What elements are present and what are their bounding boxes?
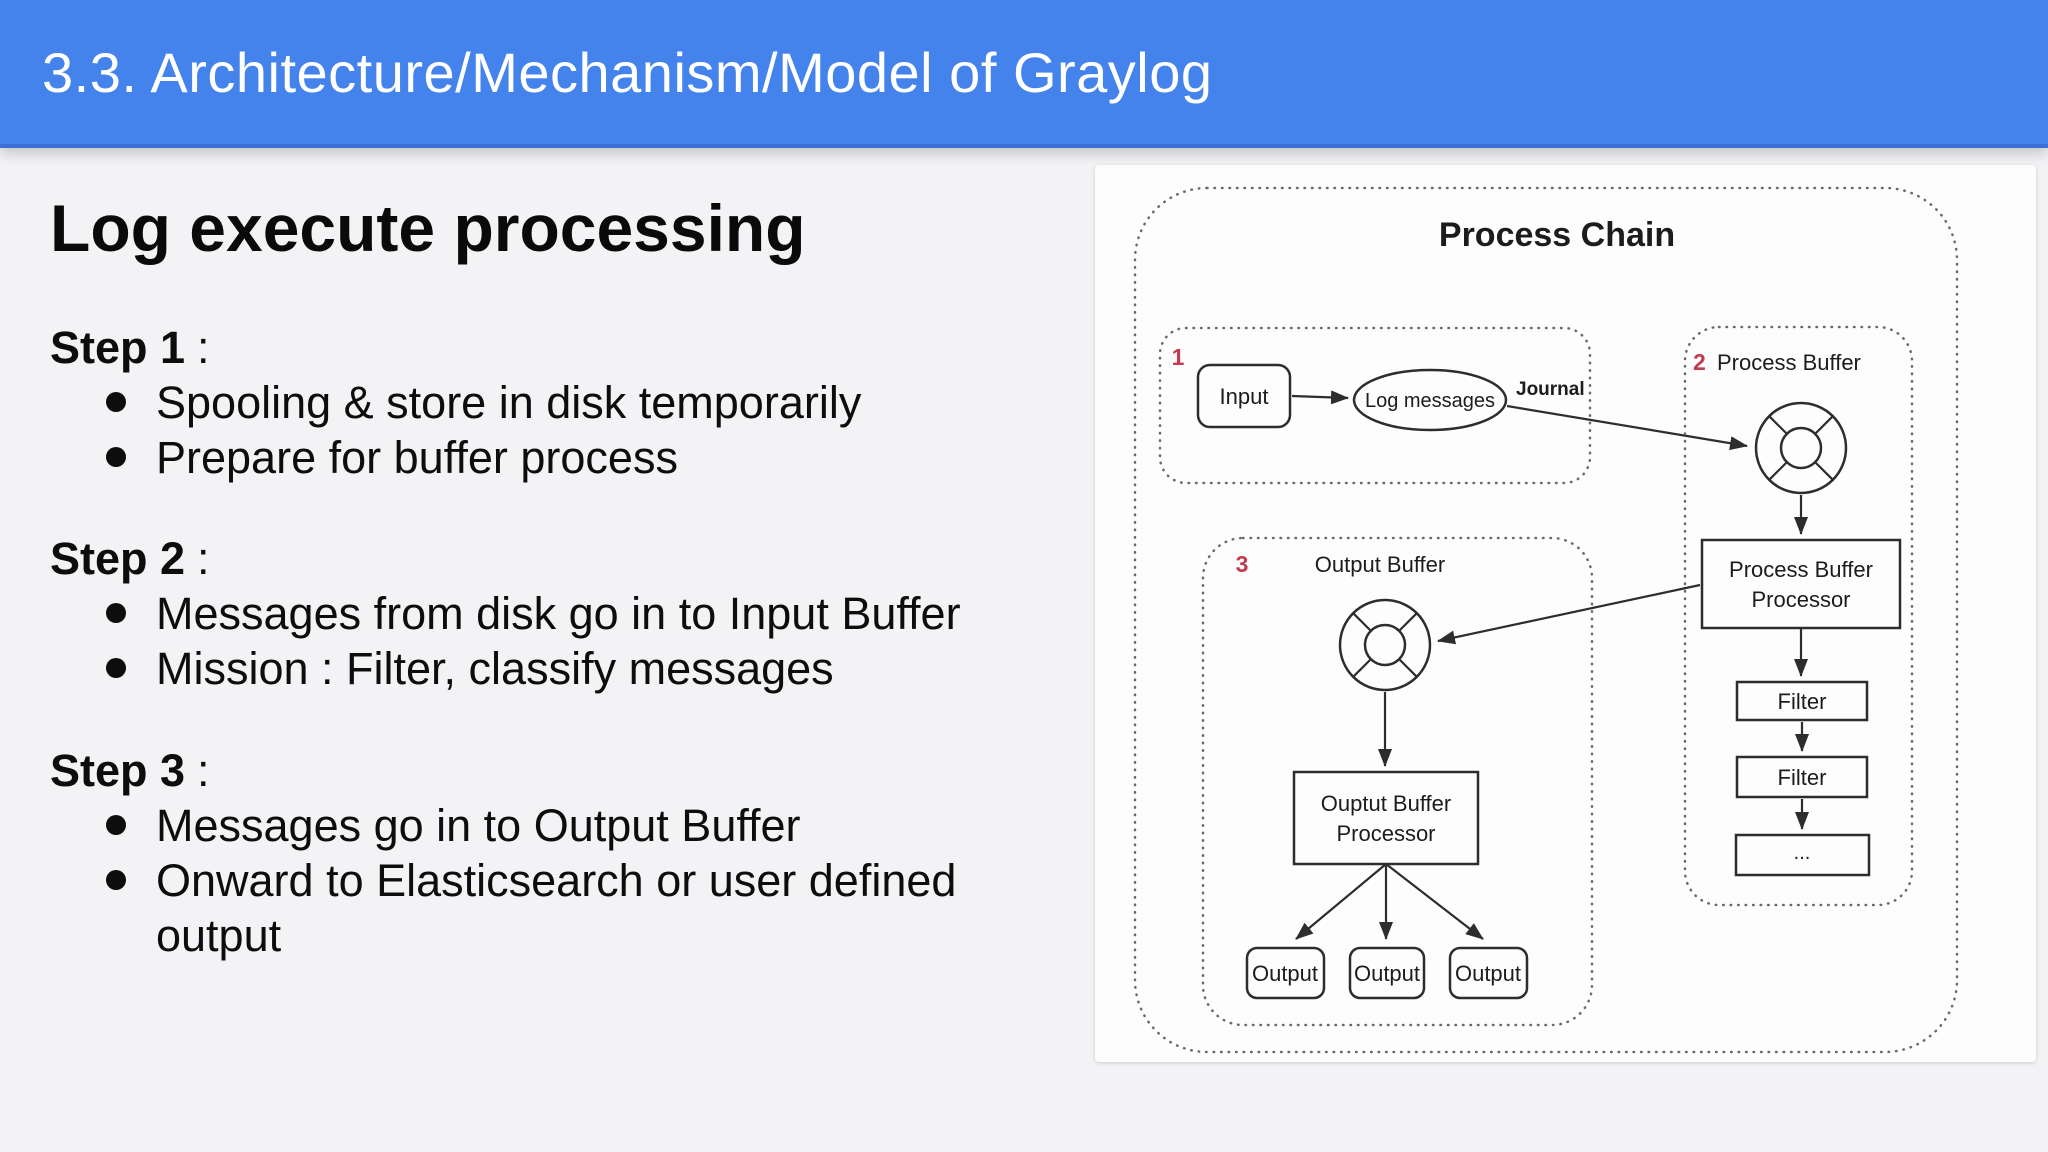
list-item: Messages go in to Output Buffer [50,798,1050,853]
bullet-text: Messages go in to Output Buffer [156,800,801,851]
bullet-icon [106,392,126,412]
output-node-3 [1448,946,1529,1000]
filter-1-label: Filter [1778,689,1827,714]
process-buffer-processor-node [1700,538,1902,630]
step-3-label: Step 3 [50,745,186,796]
diagram-panel: Process Chain 1 Input Log messages Journ… [1095,165,2036,1062]
group-2-number: 2 [1693,349,1706,375]
process-chain-container [1133,186,1959,1054]
step-1-block: Step 1: Spooling & store in disk tempora… [50,320,1050,485]
output-buffer-group: 3 Output Buffer Ouptut Buffer Processor … [1201,536,1594,1027]
arrow-input-to-logmessages [1291,390,1349,405]
step-2-label: Step 2 [50,533,186,584]
step-1-heading: Step 1: [50,320,1050,375]
pbp-label-line2: Processor [1751,587,1850,612]
step-2-heading: Step 2: [50,531,1050,586]
input-group-box [1158,326,1592,485]
journal-label: Journal [1516,379,1585,400]
process-buffer-group-box [1683,325,1914,907]
output-buffer-processor-node [1292,770,1480,866]
output-node-1 [1245,946,1326,1000]
bullet-text: Onward to Elasticsearch or user defined … [156,855,957,961]
page-title: Log execute processing [50,191,806,265]
input-node [1196,363,1292,429]
content-column: Log execute processing Step 1: Spooling … [50,194,1050,963]
filter-node-2 [1735,755,1869,799]
process-buffer-wheel-icon [1754,401,1848,495]
output-1-label: Output [1252,961,1318,986]
output-buffer-wheel-icon [1338,598,1432,692]
bullet-text: Messages from disk go in to Input Buffer [156,588,961,639]
arrow-pbp-to-output-buffer [1437,583,1701,645]
step-1-colon: : [197,322,210,373]
output-node-2 [1348,946,1426,1000]
step-2-block: Step 2: Messages from disk go in to Inpu… [50,531,1050,696]
process-buffer-heading: Process Buffer [1717,350,1861,375]
bullet-icon [106,870,126,890]
arrow-obp-to-output-1 [1295,863,1387,940]
filter-node-1 [1735,680,1869,722]
input-node-label: Input [1220,384,1269,409]
step-3-bullets: Messages go in to Output Buffer Onward t… [50,798,1050,963]
filter-2-label: Filter [1778,765,1827,790]
step-2-bullets: Messages from disk go in to Input Buffer… [50,586,1050,696]
header-title: 3.3. Architecture/Mechanism/Model of Gra… [42,40,1213,104]
list-item: Onward to Elasticsearch or user defined … [50,853,1050,963]
obp-label-line1: Ouptut Buffer [1321,791,1451,816]
list-item: Messages from disk go in to Input Buffer [50,586,1050,641]
obp-label-line2: Processor [1336,821,1435,846]
list-item: Spooling & store in disk temporarily [50,375,1050,430]
slide-header-bar: 3.3. Architecture/Mechanism/Model of Gra… [0,0,2048,148]
bullet-icon [106,815,126,835]
step-3-block: Step 3: Messages go in to Output Buffer … [50,743,1050,963]
diagram-title: Process Chain [1439,216,1675,254]
process-buffer-group: 2 Process Buffer Process Buffer Processo… [1683,325,1914,907]
list-item: Prepare for buffer process [50,430,1050,485]
bullet-text: Spooling & store in disk temporarily [156,377,862,428]
log-messages-node [1352,368,1508,432]
output-2-label: Output [1354,961,1420,986]
step-1-bullets: Spooling & store in disk temporarily Pre… [50,375,1050,485]
step-2-colon: : [197,533,210,584]
more-filters-label: ... [1794,842,1811,864]
bullet-text: Prepare for buffer process [156,432,678,483]
pbp-label-line1: Process Buffer [1729,557,1873,582]
output-buffer-heading: Output Buffer [1315,552,1445,577]
bullet-icon [106,658,126,678]
group-1-number: 1 [1172,344,1185,370]
arrow-journal-to-process-buffer [1506,404,1748,451]
more-filters-node [1734,833,1871,877]
step-3-colon: : [197,745,210,796]
output-3-label: Output [1455,961,1521,986]
step-3-heading: Step 3: [50,743,1050,798]
bullet-text: Mission : Filter, classify messages [156,643,834,694]
list-item: Mission : Filter, classify messages [50,641,1050,696]
arrow-obp-to-output-3 [1385,863,1484,940]
process-chain-diagram: Process Chain 1 Input Log messages Journ… [1133,186,1959,1054]
input-group: 1 Input Log messages Journal [1158,326,1592,485]
bullet-icon [106,447,126,467]
log-messages-label: Log messages [1365,390,1495,412]
group-3-number: 3 [1236,551,1249,577]
output-buffer-group-box [1201,536,1594,1027]
bullet-icon [106,603,126,623]
step-1-label: Step 1 [50,322,186,373]
